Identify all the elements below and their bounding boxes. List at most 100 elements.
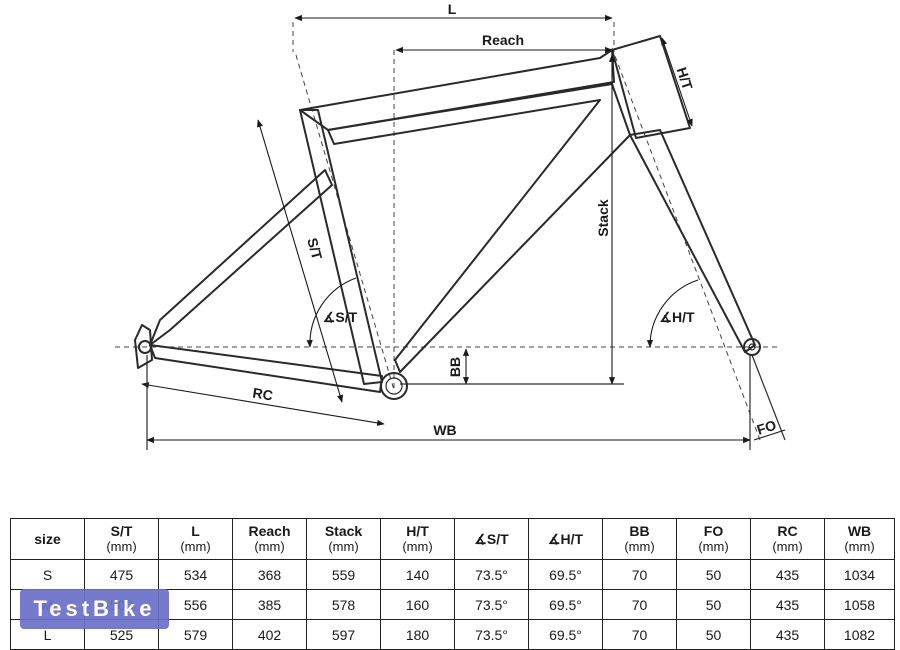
column-header: BB(mm) bbox=[602, 518, 677, 560]
top-tube bbox=[299, 49, 615, 131]
rc-dimension-line bbox=[141, 382, 385, 426]
column-header-unit: (mm) bbox=[624, 539, 655, 554]
column-header-unit: (mm) bbox=[106, 539, 137, 554]
table-cell: 180 bbox=[380, 619, 455, 650]
column-header: WB(mm) bbox=[824, 518, 895, 560]
table-cell: 50 bbox=[676, 589, 751, 620]
table-cell: 435 bbox=[750, 559, 825, 590]
label-wb: WB bbox=[433, 422, 456, 438]
label-bb: BB bbox=[447, 357, 463, 377]
head-tube bbox=[611, 35, 691, 139]
column-header-label: ∡H/T bbox=[547, 530, 584, 547]
column-header: size bbox=[10, 518, 85, 560]
column-header: S/T(mm) bbox=[84, 518, 159, 560]
ht-dimension-line bbox=[661, 37, 693, 127]
column-header-unit: (mm) bbox=[328, 539, 359, 554]
table-cell: 385 bbox=[232, 589, 307, 620]
bike-frame-geometry-diagram: L Reach H/T Stack S/T ∡S/T ∡H/T BB RC WB bbox=[115, 1, 786, 450]
column-header: Stack(mm) bbox=[306, 518, 381, 560]
label-st-angle: ∡S/T bbox=[323, 309, 358, 325]
column-header: RC(mm) bbox=[750, 518, 825, 560]
column-header-label: Stack bbox=[324, 523, 363, 539]
label-stack: Stack bbox=[595, 199, 611, 237]
label-reach: Reach bbox=[482, 32, 524, 48]
fo-dimension-line bbox=[753, 429, 786, 441]
column-header: FO(mm) bbox=[676, 518, 751, 560]
column-header: H/T(mm) bbox=[380, 518, 455, 560]
ht-angle-arc bbox=[646, 279, 699, 348]
column-header-label: size bbox=[34, 530, 61, 547]
column-header-label: FO bbox=[703, 523, 724, 539]
rear-axle bbox=[138, 340, 152, 354]
column-header-label: BB bbox=[629, 523, 650, 539]
front-axle-inner bbox=[748, 343, 756, 351]
table-cell: 402 bbox=[232, 619, 307, 650]
table-cell: 559 bbox=[306, 559, 381, 590]
column-header-label: Reach bbox=[248, 523, 291, 539]
table-cell: 140 bbox=[380, 559, 455, 590]
table-cell: 534 bbox=[158, 559, 233, 590]
st-dimension-line bbox=[257, 119, 343, 403]
table-cell: 70 bbox=[602, 559, 677, 590]
column-header: ∡S/T bbox=[454, 518, 529, 560]
table-cell: 1034 bbox=[824, 559, 895, 590]
column-header-unit: (mm) bbox=[698, 539, 729, 554]
seat-stay bbox=[149, 169, 333, 346]
column-header: Reach(mm) bbox=[232, 518, 307, 560]
column-header-label: H/T bbox=[406, 523, 429, 539]
table-cell: 1058 bbox=[824, 589, 895, 620]
table-cell: 368 bbox=[232, 559, 307, 590]
column-header-unit: (mm) bbox=[772, 539, 803, 554]
head-tube-axis-line bbox=[611, 47, 761, 441]
column-header-label: ∡S/T bbox=[474, 530, 509, 547]
fork bbox=[629, 129, 756, 353]
column-header-unit: (mm) bbox=[402, 539, 433, 554]
column-header-unit: (mm) bbox=[254, 539, 285, 554]
table-cell: 160 bbox=[380, 589, 455, 620]
table-cell: 73.5° bbox=[454, 589, 529, 620]
column-header-label: L bbox=[191, 523, 200, 539]
table-cell: 73.5° bbox=[454, 619, 529, 650]
column-header-label: WB bbox=[847, 523, 872, 539]
label-ht: H/T bbox=[674, 65, 696, 92]
testbike-watermark-logo: TestBike bbox=[20, 589, 169, 629]
table-cell: 579 bbox=[158, 619, 233, 650]
table-cell: 50 bbox=[676, 619, 751, 650]
table-cell: 578 bbox=[306, 589, 381, 620]
table-cell: 69.5° bbox=[528, 559, 603, 590]
label-st: S/T bbox=[304, 236, 325, 262]
dimensions: L Reach H/T Stack S/T ∡S/T ∡H/T BB RC WB bbox=[141, 1, 786, 450]
table-cell: 70 bbox=[602, 589, 677, 620]
table-cell: 69.5° bbox=[528, 589, 603, 620]
table-cell: 69.5° bbox=[528, 619, 603, 650]
chain-stay bbox=[149, 344, 383, 393]
table-cell: 556 bbox=[158, 589, 233, 620]
bike-frame bbox=[134, 35, 761, 400]
table-cell: 50 bbox=[676, 559, 751, 590]
table-cell: 435 bbox=[750, 589, 825, 620]
table-cell: 597 bbox=[306, 619, 381, 650]
label-l: L bbox=[448, 1, 457, 17]
column-header-unit: (mm) bbox=[180, 539, 211, 554]
table-cell: 73.5° bbox=[454, 559, 529, 590]
label-rc: RC bbox=[252, 385, 274, 404]
column-header-label: RC bbox=[777, 523, 798, 539]
st-angle-arc bbox=[306, 277, 357, 348]
column-header: L(mm) bbox=[158, 518, 233, 560]
down-tube bbox=[327, 83, 631, 373]
size-cell: S bbox=[10, 559, 85, 590]
table-cell: 435 bbox=[750, 619, 825, 650]
column-header-unit: (mm) bbox=[844, 539, 875, 554]
table-cell: 70 bbox=[602, 619, 677, 650]
column-header: ∡H/T bbox=[528, 518, 603, 560]
column-header-label: S/T bbox=[110, 523, 133, 539]
bottom-bracket-inner bbox=[385, 377, 403, 395]
table-cell: 1082 bbox=[824, 619, 895, 650]
table-cell: 475 bbox=[84, 559, 159, 590]
label-fo: FO bbox=[755, 417, 779, 438]
fo-extension bbox=[751, 354, 786, 441]
label-ht-angle: ∡H/T bbox=[659, 309, 695, 325]
